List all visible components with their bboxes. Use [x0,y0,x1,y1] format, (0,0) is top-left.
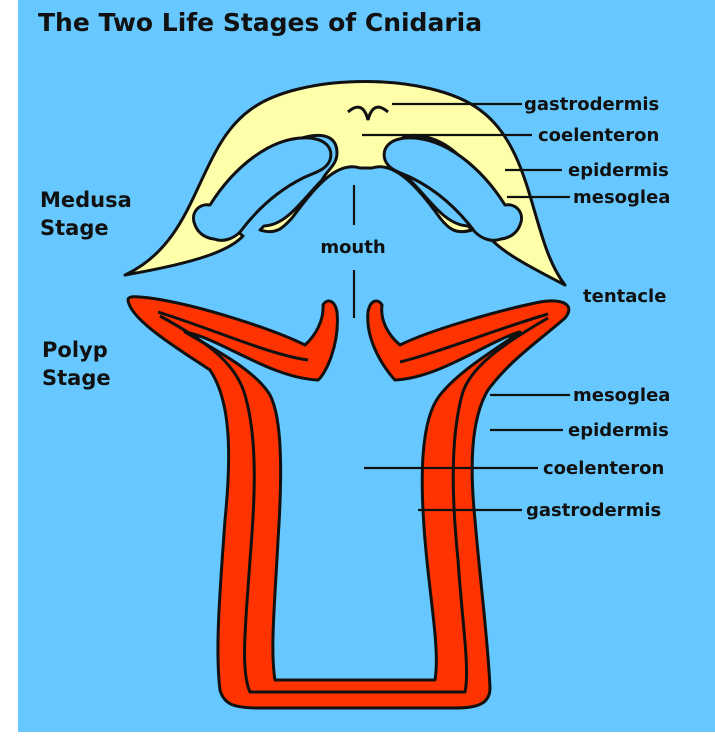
label-polyp-epidermis: epidermis [568,420,669,441]
label-polyp-coelenteron: coelenteron [543,458,664,479]
stage-label-medusa-line2: Stage [40,216,109,240]
label-mouth: mouth [320,237,385,258]
diagram-title: The Two Life Stages of Cnidaria [38,8,482,37]
stage-label-medusa-line1: Medusa [40,188,132,212]
label-medusa-gastrodermis: gastrodermis [524,94,659,115]
label-polyp-mesoglea: mesoglea [573,385,670,406]
stage-label-polyp-line2: Stage [42,366,111,390]
label-tentacle: tentacle [583,286,666,307]
label-medusa-epidermis: epidermis [568,160,669,181]
label-polyp-gastrodermis: gastrodermis [526,500,661,521]
stage-label-polyp-line1: Polyp [42,338,108,362]
label-medusa-coelenteron: coelenteron [538,125,659,146]
label-medusa-mesoglea: mesoglea [573,187,670,208]
